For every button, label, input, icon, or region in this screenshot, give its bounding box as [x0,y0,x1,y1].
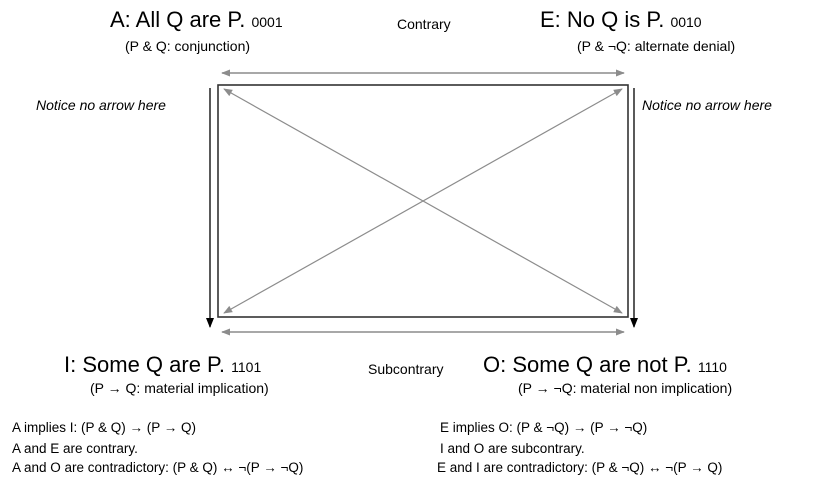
square-box [217,84,629,318]
corner-a-subtitle: (P & Q: conjunction) [125,38,251,54]
statement-right-2: I and O are subcontrary. [440,441,585,456]
statement-right-3: E and I are contradictory: (P & ¬Q) ↔ ¬(… [437,460,723,475]
left-note: Notice no arrow here [36,97,166,113]
corner-e-title-line: E: No Q is P. 0010 [540,8,702,34]
corner-i-title-line: I: Some Q are P. 1101 [64,353,261,379]
corner-a-code: 0001 [251,14,283,30]
corner-i-title: I: Some Q are P. [64,352,226,377]
corner-e-title: E: No Q is P. [540,7,665,32]
corner-a-title: A: All Q are P. [110,7,246,32]
diagonal-e-i-arrow [223,88,623,314]
statement-left-1: A implies I: (P & Q) → (P → Q) [12,420,197,435]
contrary-label: Contrary [397,16,451,32]
corner-a-title-line: A: All Q are P. 0001 [110,8,283,34]
corner-e-subtitle: (P & ¬Q: alternate denial) [577,38,736,54]
statement-left-3: A and O are contradictory: (P & Q) ↔ ¬(P… [12,460,304,475]
corner-e-code: 0010 [670,14,702,30]
corner-o-subtitle: (P → ¬Q: material non implication) [518,380,733,396]
corner-o-code: 1110 [697,359,727,375]
right-note: Notice no arrow here [642,97,772,113]
statement-right-1: E implies O: (P & ¬Q) → (P → ¬Q) [440,420,648,435]
subcontrary-label: Subcontrary [368,361,444,377]
corner-i-subtitle: (P → Q: material implication) [90,380,269,396]
statement-left-2: A and E are contrary. [12,441,138,456]
corner-o-title: O: Some Q are not P. [483,352,692,377]
corner-i-code: 1101 [231,359,262,375]
corner-o-title-line: O: Some Q are not P. 1110 [483,353,727,379]
